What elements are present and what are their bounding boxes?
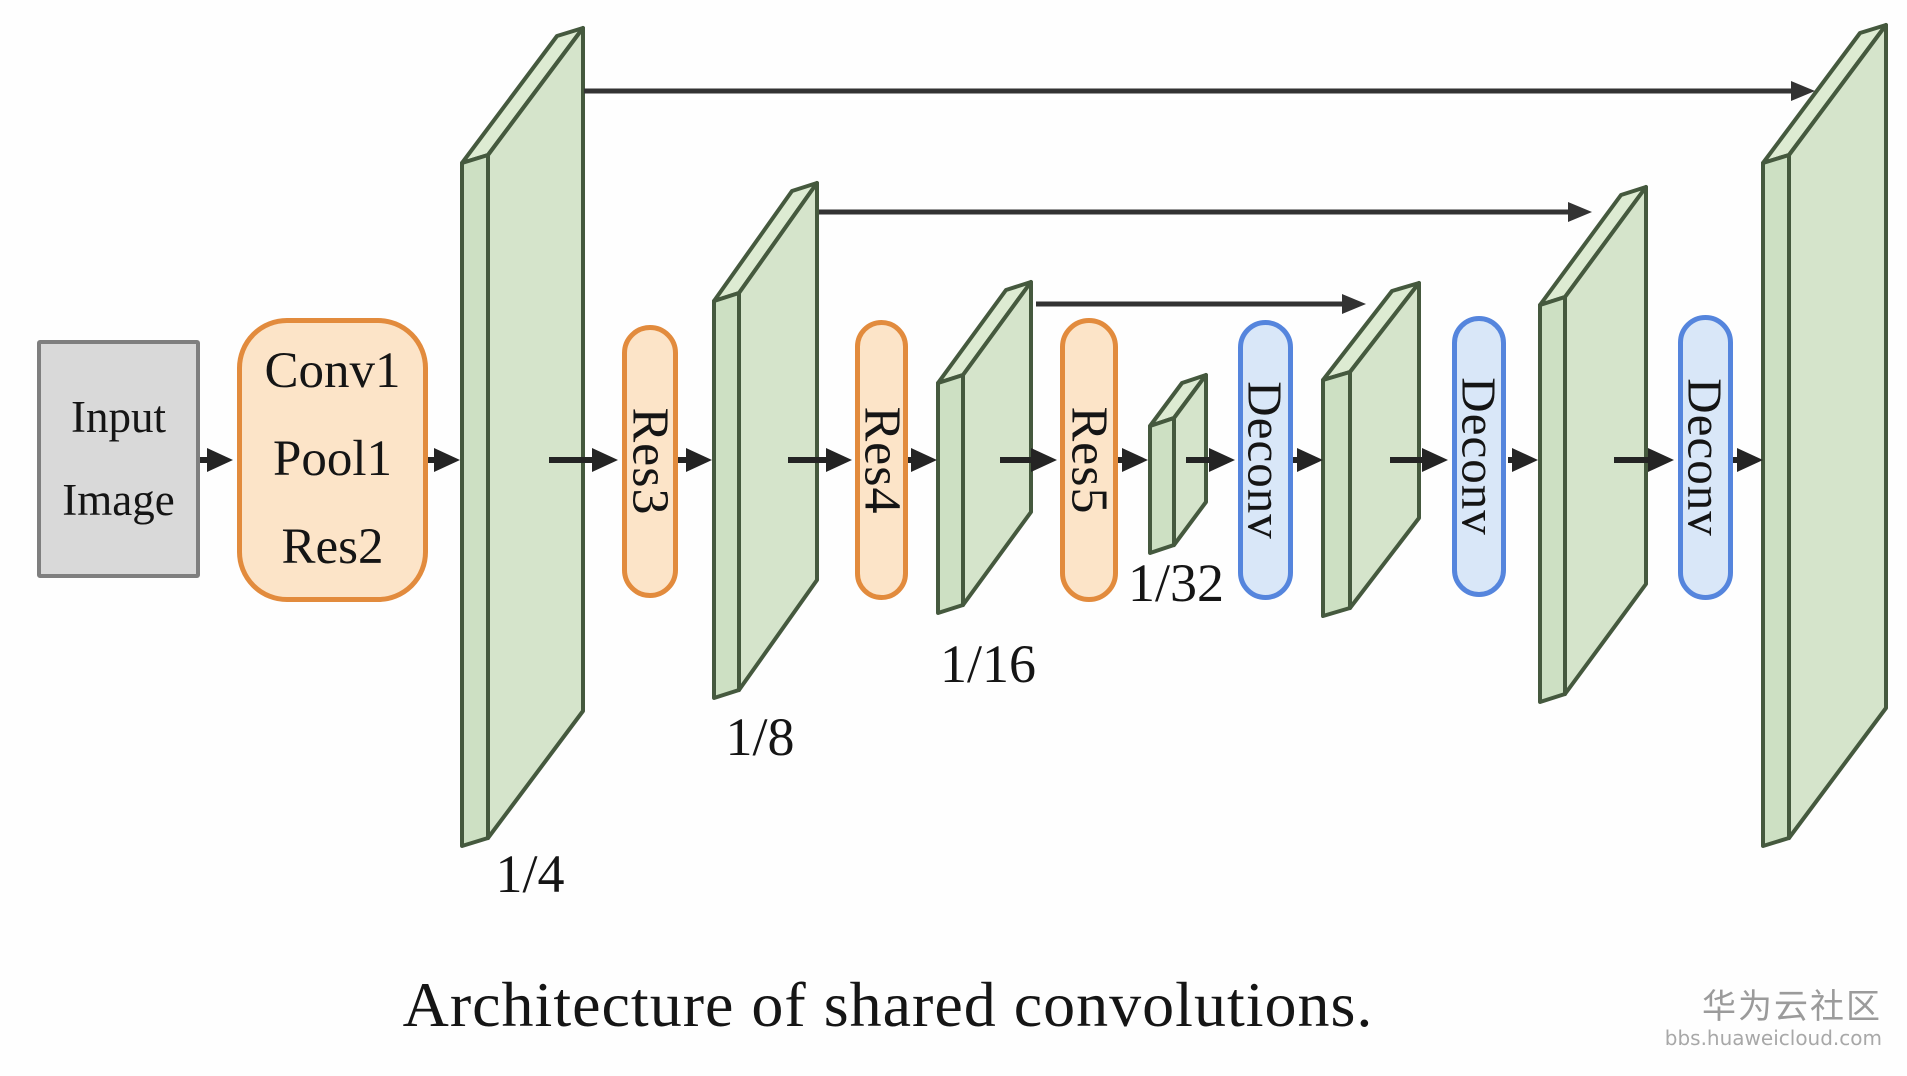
flow-arrow-eighth-to-deconv3 bbox=[1614, 448, 1674, 472]
deconv3-label: Deconv bbox=[1678, 378, 1734, 537]
skip-connection-arrow-sixteenth bbox=[1036, 294, 1366, 314]
flow-arrow-stem-to-quarter bbox=[428, 448, 460, 472]
watermark-url: bbs.huaweicloud.com bbox=[1664, 1026, 1882, 1050]
feature-map-thirtysecond bbox=[1148, 373, 1208, 555]
flow-arrow-deconv3-to-quarter bbox=[1733, 448, 1763, 472]
res4-block: Res4 bbox=[853, 320, 910, 600]
flow-arrow-eighth-to-res4 bbox=[788, 448, 852, 472]
res5-label: Res5 bbox=[1060, 406, 1118, 514]
scale-label-quarter: 1/4 bbox=[495, 844, 565, 904]
res3-label: Res3 bbox=[621, 407, 679, 516]
feature-map-front-face bbox=[1348, 281, 1421, 610]
stem-block: Conv1 Pool1 Res2 bbox=[237, 318, 428, 602]
watermark-title: 华为云社区 bbox=[1702, 987, 1882, 1027]
feature-map-front-face bbox=[1563, 185, 1648, 696]
input-image-label-line1: Input bbox=[71, 391, 166, 442]
feature-map-eighth-encoder bbox=[712, 181, 819, 700]
flow-arrow-res4-to-sixteenth bbox=[908, 448, 937, 472]
flow-arrow-quarter-to-res3 bbox=[549, 448, 618, 472]
skip-connection-arrow-eighth bbox=[819, 202, 1592, 222]
flow-arrow-input-to-stem bbox=[198, 448, 233, 472]
scale-label-eighth: 1/8 bbox=[725, 707, 795, 767]
flow-arrow-thirtysecond-to-deconv1 bbox=[1186, 448, 1235, 472]
figure-caption: Architecture of shared convolutions. bbox=[402, 969, 1374, 1040]
feature-map-side-face bbox=[1321, 370, 1352, 618]
feature-map-quarter-encoder bbox=[460, 26, 585, 848]
deconv2-block: Deconv bbox=[1451, 316, 1507, 597]
feature-map-front-face bbox=[961, 280, 1033, 607]
skip-connection-arrow-quarter bbox=[584, 81, 1815, 101]
feature-map-sixteenth-encoder bbox=[936, 280, 1033, 615]
res4-label: Res4 bbox=[853, 406, 910, 514]
flow-arrow-deconv1-to-sixteenth bbox=[1293, 448, 1323, 472]
deconv1-label: Deconv bbox=[1238, 380, 1294, 540]
feature-map-front-face bbox=[486, 26, 585, 840]
input-image-label-line2: Image bbox=[62, 475, 175, 525]
scale-label-thirtysecond: 1/32 bbox=[1127, 553, 1225, 613]
deconv2-label: Deconv bbox=[1451, 377, 1507, 536]
feature-map-eighth-decoder bbox=[1538, 185, 1648, 704]
stem-label-conv1: Conv1 bbox=[264, 343, 401, 400]
stem-label-res2: Res2 bbox=[281, 518, 384, 575]
flow-arrow-sixteenth-to-deconv2 bbox=[1390, 448, 1448, 472]
flow-arrow-res5-to-thirtysecond bbox=[1118, 448, 1148, 472]
flow-arrow-deconv2-to-eighth bbox=[1508, 448, 1538, 472]
feature-map-sixteenth-decoder bbox=[1321, 281, 1421, 618]
feature-map-front-face bbox=[737, 181, 819, 692]
res3-block: Res3 bbox=[621, 325, 679, 598]
deconv1-block: Deconv bbox=[1238, 320, 1293, 600]
feature-map-side-face bbox=[712, 291, 741, 700]
stem-label-pool1: Pool1 bbox=[272, 431, 393, 488]
feature-map-side-face bbox=[1761, 153, 1791, 848]
deconv3-block: Deconv bbox=[1678, 315, 1733, 600]
feature-map-side-face bbox=[1538, 295, 1567, 704]
feature-map-side-face bbox=[460, 153, 490, 848]
feature-map-front-face bbox=[1787, 23, 1888, 840]
scale-label-sixteenth: 1/16 bbox=[939, 634, 1037, 694]
feature-map-quarter-decoder bbox=[1761, 23, 1888, 848]
flow-arrow-sixteenth-to-res5 bbox=[1000, 448, 1057, 472]
res5-block: Res5 bbox=[1060, 318, 1118, 602]
watermark: 华为云社区 bbs.huaweicloud.com bbox=[1665, 990, 1882, 1048]
input-image-box: Input Image bbox=[37, 340, 200, 578]
flow-arrow-res3-to-eighth bbox=[678, 448, 712, 472]
feature-map-side-face bbox=[1148, 416, 1176, 555]
feature-map-side-face bbox=[936, 373, 965, 615]
